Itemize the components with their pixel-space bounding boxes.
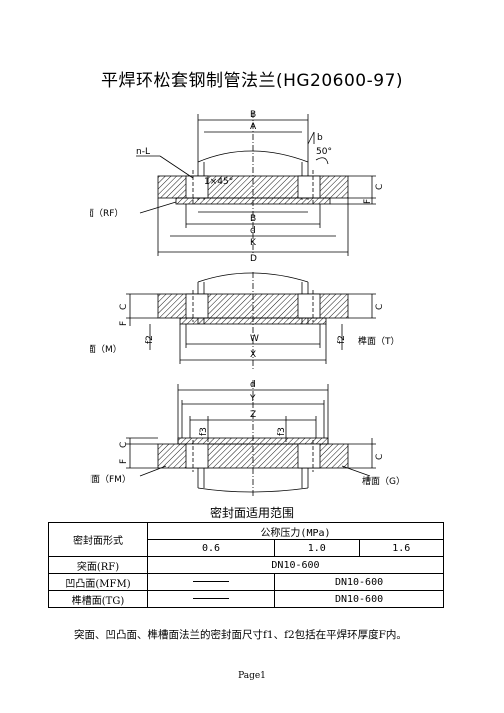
dim-Y: Y bbox=[249, 394, 256, 404]
page-title: 平焊环松套钢制管法兰(HG20600-97) bbox=[100, 71, 404, 91]
dim-K: K bbox=[250, 238, 257, 248]
angle-label: 50° bbox=[316, 147, 332, 157]
footnote: 突面、凹凸面、榫槽面法兰的密封面尺寸f1、f2包括在平焊环厚度F内。 bbox=[74, 629, 407, 641]
row-dash bbox=[146, 573, 276, 591]
view-male-tongue bbox=[126, 272, 376, 370]
sealing-face-table: 密封面形式 公称压力(MPa) 0.6 1.0 1.6 突面(RF) DN10-… bbox=[48, 522, 445, 608]
pressure-1: 1.0 bbox=[274, 539, 360, 557]
dim-d-3: d bbox=[250, 380, 256, 390]
header-seal-type: 密封面形式 bbox=[48, 522, 148, 557]
table-row: 榫槽面(TG) DN10-600 bbox=[48, 590, 444, 608]
row-label: 凹凸面(MFM) bbox=[48, 573, 148, 591]
f3-left: f3 bbox=[199, 427, 209, 436]
f-label-2: F bbox=[119, 321, 129, 326]
dim-d: d bbox=[250, 226, 256, 236]
c-label: C bbox=[375, 184, 385, 190]
view-raised-face bbox=[136, 112, 376, 256]
pressure-2: 1.6 bbox=[358, 539, 445, 557]
bolt-label: n-L bbox=[136, 147, 150, 157]
c-label-2r: C bbox=[375, 304, 385, 310]
f2-right: f2 bbox=[337, 335, 347, 344]
row-range: DN10-600 bbox=[274, 590, 444, 608]
face-label-t: 榫面（T） bbox=[358, 335, 400, 347]
row-range: DN10-600 bbox=[147, 556, 444, 574]
page-number: Page1 bbox=[238, 671, 266, 681]
row-range: DN10-600 bbox=[274, 573, 444, 591]
f3-right: f3 bbox=[277, 427, 287, 436]
dim-D: D bbox=[250, 254, 257, 264]
face-label-fm: 凹面（FM） bbox=[90, 474, 131, 485]
table-header-row: 密封面形式 公称压力(MPa) bbox=[48, 522, 444, 557]
table-caption: 密封面适用范围 bbox=[209, 506, 294, 520]
face-label-g: 槽面（G） bbox=[362, 475, 405, 487]
dim-A: A bbox=[250, 122, 257, 132]
c-label-3: C bbox=[119, 442, 129, 448]
table-row: 凹凸面(MFM) DN10-600 bbox=[48, 573, 444, 591]
c-label-2: C bbox=[119, 304, 129, 310]
row-label: 榫槽面(TG) bbox=[48, 590, 148, 608]
chamfer-label: 1×45° bbox=[204, 177, 233, 187]
table-row: 突面(RF) DN10-600 bbox=[48, 556, 444, 574]
face-label-rf: 突面（RF） bbox=[90, 207, 123, 219]
dim-B-bottom: B bbox=[250, 214, 256, 224]
header-pressure: 公称压力(MPa) bbox=[147, 522, 444, 540]
f-label: F bbox=[363, 199, 373, 204]
c-label-3r: C bbox=[375, 454, 385, 460]
b-label: b bbox=[317, 133, 323, 143]
f2-left: f2 bbox=[145, 335, 155, 344]
dim-X: X bbox=[250, 350, 256, 360]
flange-drawing: B A B d K D n-L 1×45° 50° b C F 突面（RF） bbox=[90, 110, 405, 496]
view-female-groove bbox=[126, 380, 376, 496]
row-label: 突面(RF) bbox=[48, 556, 148, 574]
dim-W: W bbox=[250, 334, 259, 344]
dim-Z: Z bbox=[250, 410, 256, 420]
row-dash bbox=[146, 590, 276, 608]
pressure-0: 0.6 bbox=[146, 539, 276, 557]
table-pressure-row: 0.6 1.0 1.6 bbox=[49, 539, 445, 557]
face-label-m: 凸面（M） bbox=[90, 344, 122, 355]
dim-B-top: B bbox=[250, 110, 256, 120]
f-label-3: F bbox=[119, 459, 129, 464]
